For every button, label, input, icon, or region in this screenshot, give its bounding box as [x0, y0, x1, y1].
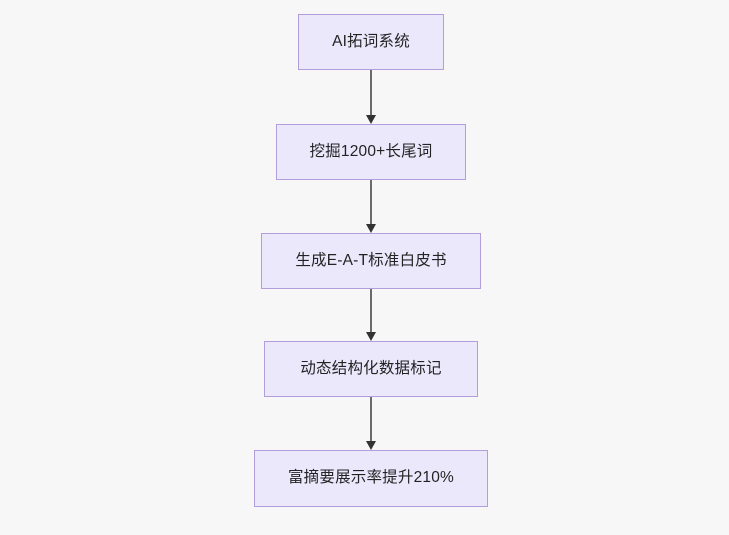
flow-node-ai-keyword-system[interactable]: AI拓词系统: [298, 14, 444, 70]
flow-node-label: 富摘要展示率提升210%: [287, 469, 455, 487]
edge-line: [370, 397, 372, 441]
edge-node2-node3: [361, 180, 381, 233]
arrowhead-icon: [366, 332, 376, 341]
edge-line: [370, 180, 372, 224]
edge-line: [370, 70, 372, 115]
edge-node3-node4: [361, 289, 381, 341]
flow-node-label: 生成E-A-T标准白皮书: [295, 251, 447, 269]
flow-node-label: AI拓词系统: [332, 32, 410, 50]
arrowhead-icon: [366, 441, 376, 450]
flow-node-generate-eat-whitepaper[interactable]: 生成E-A-T标准白皮书: [261, 233, 481, 289]
flow-node-dynamic-structured-data-markup[interactable]: 动态结构化数据标记: [264, 341, 478, 397]
arrowhead-icon: [366, 115, 376, 124]
arrowhead-icon: [366, 224, 376, 233]
flow-node-mine-longtail-keywords[interactable]: 挖掘1200+长尾词: [276, 124, 466, 180]
flow-node-rich-snippet-rate-increase[interactable]: 富摘要展示率提升210%: [254, 450, 488, 507]
flow-node-label: 动态结构化数据标记: [300, 359, 442, 377]
edge-node1-node2: [361, 70, 381, 124]
flow-node-label: 挖掘1200+长尾词: [309, 142, 433, 160]
edge-line: [370, 289, 372, 332]
edge-node4-node5: [361, 397, 381, 450]
